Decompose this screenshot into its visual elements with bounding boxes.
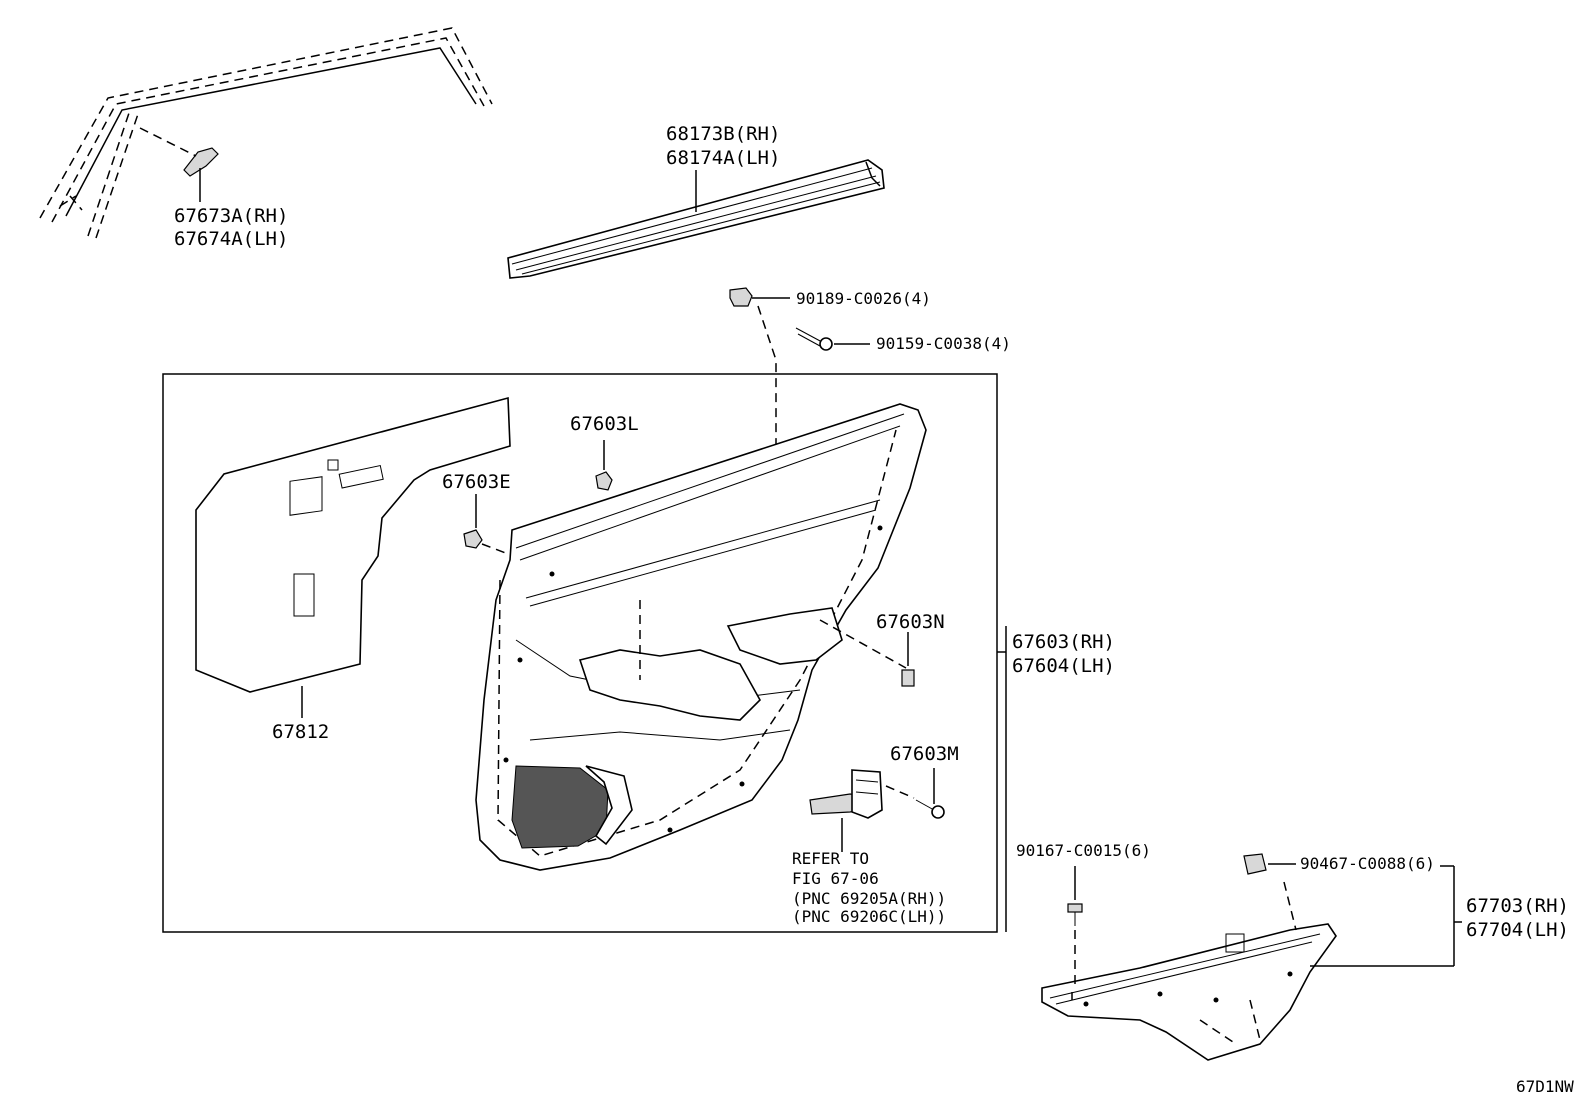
trim-board-leader bbox=[997, 626, 1007, 932]
label-molding-clip-lh: 67674A(LH) bbox=[174, 228, 288, 250]
clip-leader-dashed bbox=[757, 305, 777, 630]
label-screw-90159: 90159-C0038(4) bbox=[876, 334, 1011, 353]
door-trim-board-part bbox=[475, 403, 927, 871]
screw-90159-part bbox=[795, 327, 870, 351]
label-refer-fig: FIG 67-06 bbox=[792, 869, 879, 888]
label-door-trim-lh: 67604(LH) bbox=[1012, 655, 1115, 677]
clip-90189-part bbox=[729, 287, 790, 307]
clip-67603N-part bbox=[901, 632, 915, 687]
clip-67603L-part bbox=[595, 440, 613, 491]
label-clip-67603E: 67603E bbox=[442, 471, 511, 493]
label-clip-67603L: 67603L bbox=[570, 413, 639, 435]
label-lower-trim-rh: 67703(RH) bbox=[1466, 895, 1569, 917]
screw-67603M-part bbox=[885, 768, 945, 819]
clip-90467-part bbox=[1243, 853, 1297, 931]
screw-90167-part bbox=[1067, 866, 1083, 986]
label-clip-90467: 90467-C0088(6) bbox=[1300, 854, 1435, 873]
label-weatherstrip-lh: 68174A(LH) bbox=[666, 147, 780, 169]
label-screw-67603M: 67603M bbox=[890, 743, 959, 765]
label-molding-clip-rh: 67673A(RH) bbox=[174, 205, 288, 227]
label-clip-90189: 90189-C0026(4) bbox=[796, 289, 931, 308]
door-trim-group-box bbox=[162, 373, 998, 933]
label-refer-pnc-rh: (PNC 69205A(RH)) bbox=[792, 889, 946, 908]
label-screw-90167: 90167-C0015(6) bbox=[1016, 841, 1151, 860]
lower-trim-leader bbox=[1310, 865, 1462, 967]
label-door-trim-rh: 67603(RH) bbox=[1012, 631, 1115, 653]
label-clip-67603N: 67603N bbox=[876, 611, 945, 633]
molding-clip-part bbox=[139, 127, 219, 202]
door-frame-outline bbox=[39, 27, 493, 239]
lower-trim-part bbox=[1041, 923, 1337, 1061]
label-weatherstrip-rh: 68173B(RH) bbox=[666, 123, 780, 145]
label-refer-to: REFER TO bbox=[792, 849, 869, 868]
weatherstrip-part bbox=[507, 159, 885, 279]
diagram-id: 67D1NW bbox=[1516, 1077, 1574, 1096]
label-refer-pnc-lh: (PNC 69206C(LH)) bbox=[792, 907, 946, 926]
silencer-pad-part bbox=[195, 396, 511, 718]
inner-handle-part bbox=[809, 769, 883, 852]
label-lower-trim-lh: 67704(LH) bbox=[1466, 919, 1569, 941]
label-silencer-pad: 67812 bbox=[272, 721, 329, 743]
